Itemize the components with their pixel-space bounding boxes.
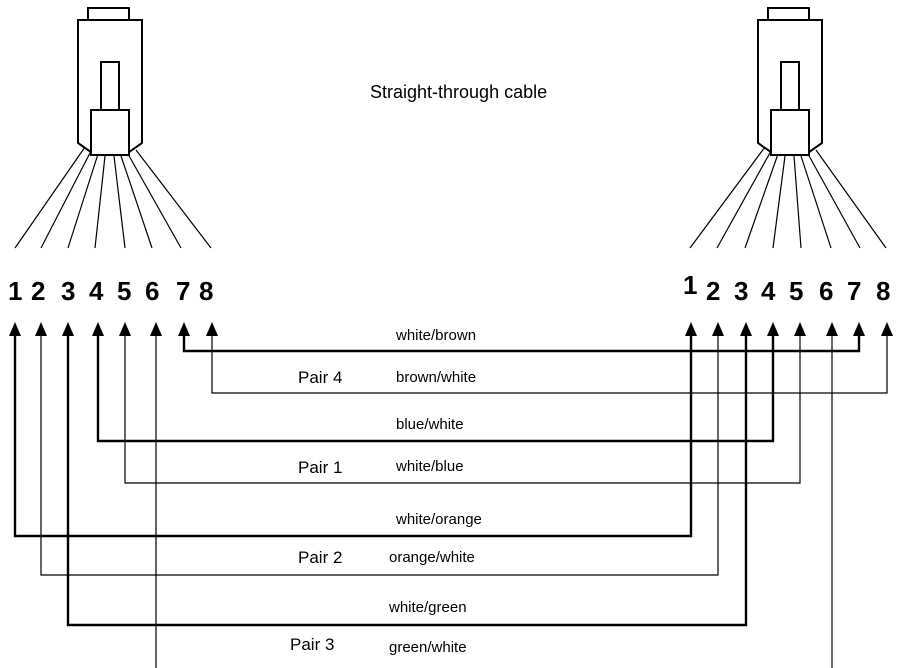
wire-paths [13,336,888,668]
right-arrow-1 [685,322,697,336]
right-arrow-2 [712,322,724,336]
wire-label-green-white: green/white [389,639,467,656]
pair-label-1: Pair 1 [298,458,342,477]
right-arrowheads [685,322,893,336]
wire-label-white-brown: white/brown [395,327,476,344]
wire-pin4-blue-white [96,336,775,443]
diagram-title: Straight-through cable [370,82,547,102]
right-fanout-wires [689,146,887,249]
right-arrow-8 [881,322,893,336]
left-arrow-6 [150,322,162,336]
left-arrow-8 [206,322,218,336]
right-pin-5: 5 [789,276,803,306]
left-rj45-connector-icon [77,7,143,156]
right-arrow-4 [767,322,779,336]
right-arrow-3 [740,322,752,336]
right-rj45-connector-icon [757,7,823,156]
left-arrow-7 [178,322,190,336]
left-pin-6: 6 [145,276,159,306]
wire-pin5-white-blue [124,336,801,484]
right-pin-7: 7 [847,276,861,306]
wire-label-white-orange: white/orange [395,511,482,528]
wire-label-white-blue: white/blue [395,458,464,475]
pair-labels: Pair 4 Pair 1 Pair 2 Pair 3 [290,368,342,654]
left-pin-1: 1 [8,276,22,306]
right-pin-2: 2 [706,276,720,306]
pair-label-2: Pair 2 [298,548,342,567]
left-pin-4: 4 [89,276,104,306]
pair-label-3: Pair 3 [290,635,334,654]
wire-labels: white/brown brown/white blue/white white… [388,327,482,656]
left-fanout-wires [14,146,212,249]
right-arrow-5 [794,322,806,336]
right-pin-8: 8 [876,276,890,306]
left-pin-numbers: 1 2 3 4 5 6 7 8 [8,276,213,306]
right-pin-6: 6 [819,276,833,306]
right-arrow-6 [826,322,838,336]
left-arrow-5 [119,322,131,336]
left-pin-8: 8 [199,276,213,306]
left-arrow-3 [62,322,74,336]
wire-pin3-white-green [66,336,748,627]
wire-pin2-orange-white [40,336,719,576]
left-arrowheads [9,322,218,336]
left-arrow-2 [35,322,47,336]
left-pin-3: 3 [61,276,75,306]
wire-label-orange-white: orange/white [389,549,475,566]
right-pin-1: 1 [683,270,697,300]
pair-label-4: Pair 4 [298,368,342,387]
right-pin-numbers: 1 2 3 4 5 6 7 8 [683,270,890,306]
wire-label-blue-white: blue/white [396,416,464,433]
wire-label-brown-white: brown/white [396,369,476,386]
wire-label-white-green: white/green [388,599,467,616]
left-pin-2: 2 [31,276,45,306]
wire-pin1-white-orange [13,336,693,538]
left-pin-7: 7 [176,276,190,306]
left-arrow-1 [9,322,21,336]
right-pin-4: 4 [761,276,776,306]
right-arrow-7 [853,322,865,336]
wire-pin7-white-brown [182,336,861,353]
wire-pin8-brown-white [211,336,888,394]
right-pin-3: 3 [734,276,748,306]
left-arrow-4 [92,322,104,336]
left-pin-5: 5 [117,276,131,306]
